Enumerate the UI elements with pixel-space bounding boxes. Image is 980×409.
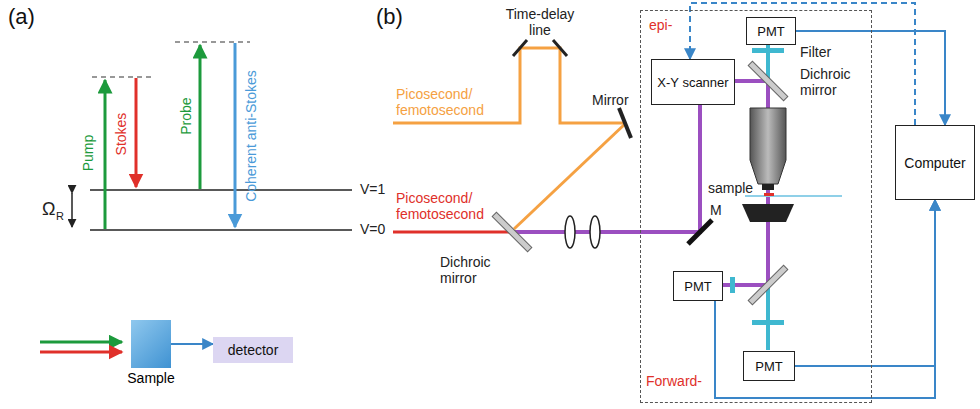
signal-connector	[795, 200, 935, 366]
signal-connector	[171, 343, 213, 345]
box-label: X-Y scanner	[657, 75, 728, 90]
sample-node: Sample	[126, 320, 176, 386]
instrument-box: PMT	[746, 17, 796, 45]
box-label: PMT	[684, 279, 711, 294]
input-beams	[40, 342, 122, 352]
annotation-label: V=1	[360, 181, 385, 197]
annotation-label: Picosecond/ femotosecond	[396, 190, 496, 222]
annotation-label: Filter	[800, 44, 831, 60]
annotation-label: Stokes	[113, 113, 129, 156]
annotation-label: R	[56, 210, 64, 223]
box-label: PMT	[755, 359, 782, 374]
annotation-label: Time-delay line	[502, 6, 578, 38]
instrument-box: Computer	[895, 125, 975, 200]
instrument-box: PMT	[743, 351, 795, 381]
sample-label: Sample	[127, 370, 174, 386]
optical-setup	[393, 40, 842, 350]
box-label: detector	[228, 342, 279, 358]
sample-cuvette	[131, 320, 171, 368]
annotation-label: Ω	[42, 199, 55, 220]
signal-connector	[715, 200, 935, 398]
instrument-box: X-Y scanner	[651, 59, 735, 105]
box-label: PMT	[757, 24, 784, 39]
energy-levels	[72, 42, 352, 230]
annotation-label: Picosecond/ femotosecond	[396, 86, 496, 118]
annotation-label: Coherent anti-Stokes	[243, 70, 259, 202]
annotation-label: Mirror	[592, 92, 629, 108]
annotation-label: M	[710, 202, 722, 218]
instrument-box: PMT	[673, 271, 723, 301]
annotation-label: Dichroic mirror	[440, 254, 510, 286]
annotation-label: Probe	[178, 97, 194, 134]
region-label: epi-	[649, 17, 672, 33]
region-label: Forward-	[646, 373, 702, 389]
signal-connector	[796, 31, 945, 125]
box-label: Computer	[904, 155, 965, 171]
annotation-label: Pump	[80, 135, 96, 172]
annotation-label: Dichroic mirror	[800, 66, 870, 98]
instrument-box: detector	[213, 337, 293, 363]
annotation-label: sample	[708, 180, 753, 196]
annotation-label: V=0	[360, 221, 385, 237]
annotation-label: (a)	[8, 4, 35, 29]
annotation-label: (b)	[376, 4, 403, 29]
